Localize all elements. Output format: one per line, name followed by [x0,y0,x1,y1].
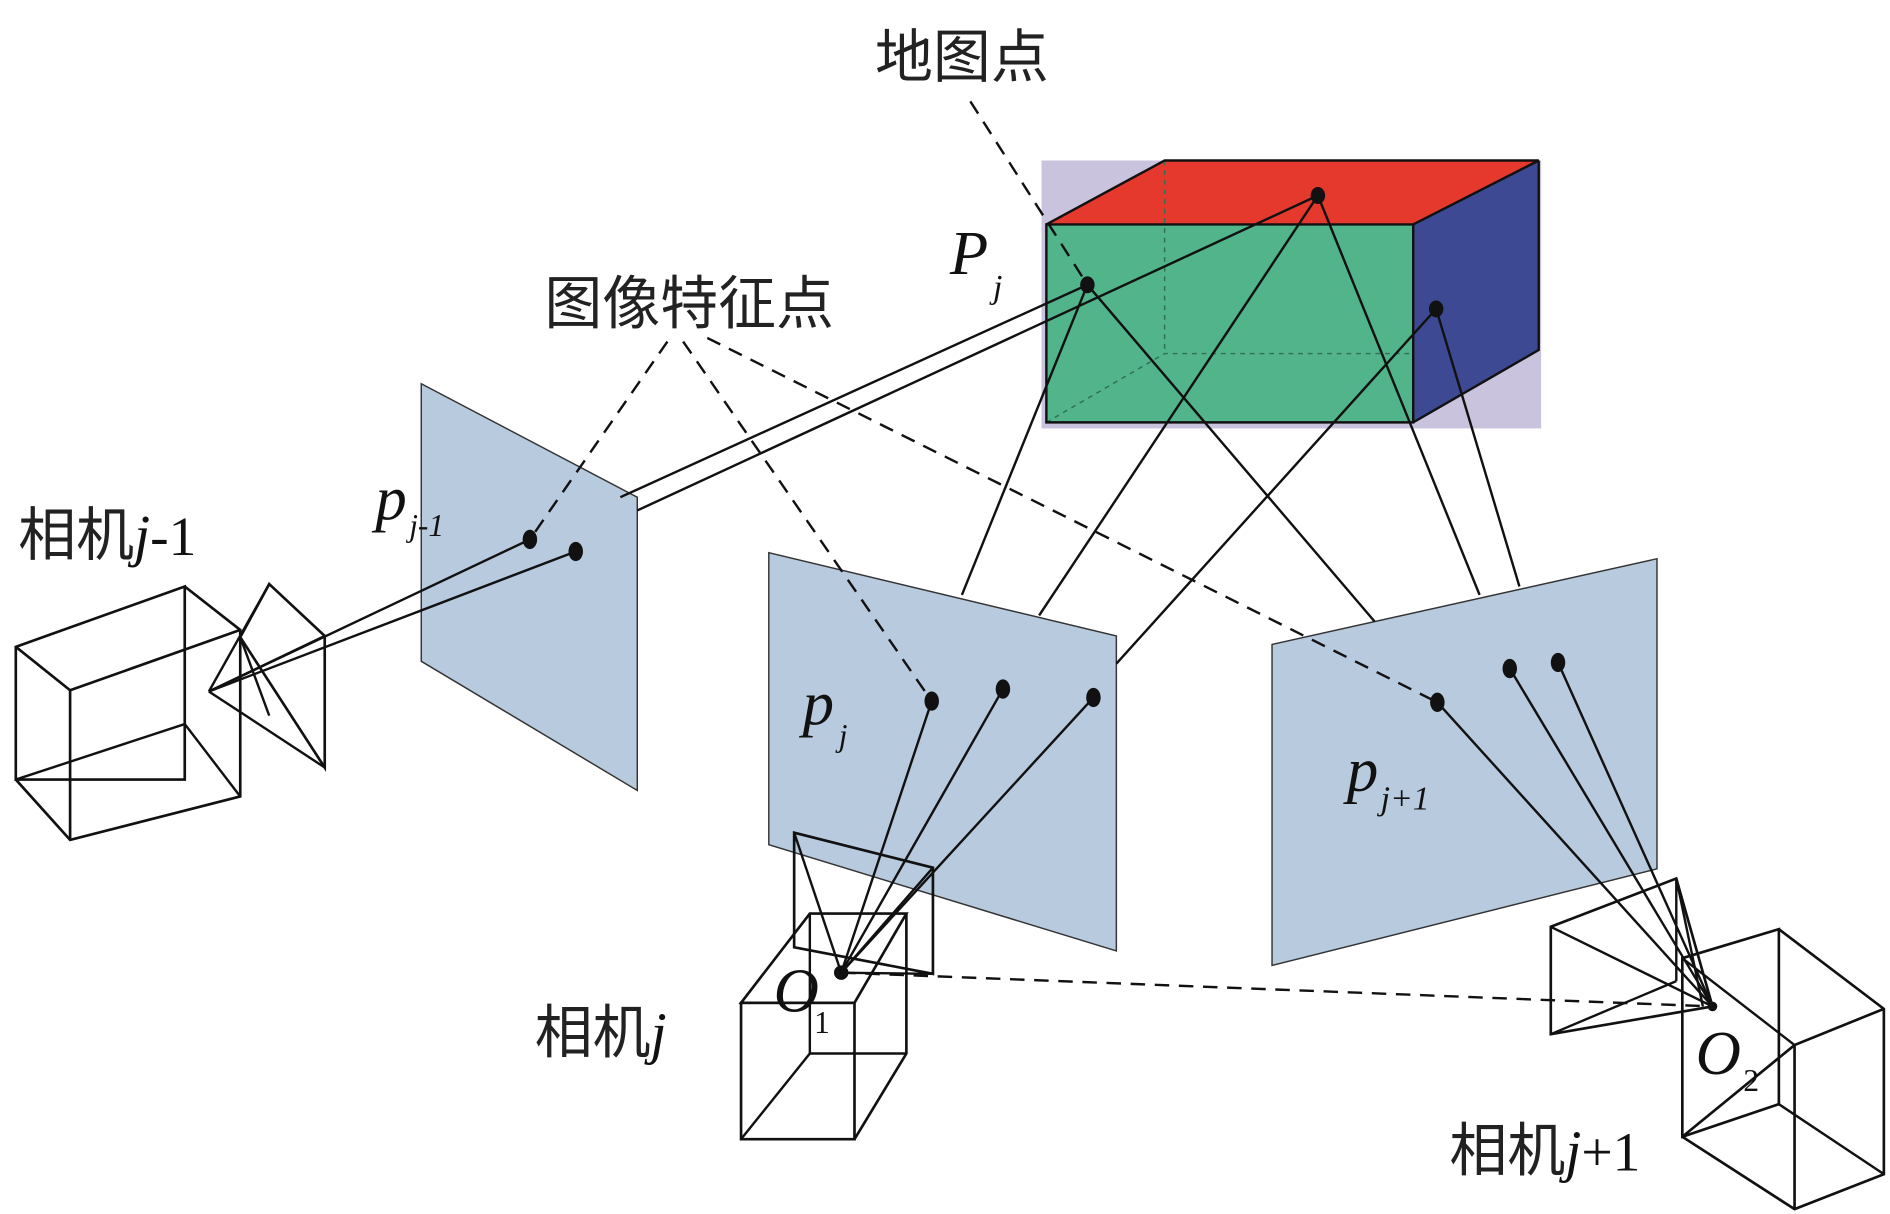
cube-outline-side [1412,160,1540,424]
plane-prev-label: pj-1 [371,463,444,543]
cube-top-face [1046,160,1539,225]
ray [1434,308,1521,587]
cube-hidden-edges [1046,352,1414,423]
cube-front-face [1046,224,1414,423]
world-point-front [1080,276,1095,294]
ray [636,194,1319,512]
ray [840,700,933,974]
map-point-label: 地图点 [875,23,1049,91]
ray [619,283,1088,499]
ray [1086,284,1376,623]
ray [1556,662,1714,1007]
dash-feature-cur [682,340,933,702]
image-plane-next [1271,557,1658,967]
camera-cur-icon [738,830,935,1141]
cube-side-face [1413,160,1539,423]
map-cube [1041,159,1542,429]
dash-feature-next [706,336,1438,704]
dash-feature-prev [528,340,669,541]
image-plane-cur [768,551,1118,952]
feature-point-prev [568,541,583,562]
feature-point-next [1502,658,1518,679]
camera-cur-label: 相机j [535,998,667,1066]
dash-baseline [841,971,1713,1008]
feature-point-cur [1086,687,1101,708]
annotation-dashes [528,100,1713,1008]
feature-point-next [1430,692,1445,712]
image-plane-prev [420,382,639,792]
ray [1115,308,1438,665]
optical-center-1-label: O1 [774,955,830,1040]
ray [1038,194,1319,617]
projection-rays [208,194,1714,1008]
dash-map-point [969,100,1089,286]
feature-point-next [1550,652,1566,673]
camera-prev-label: 相机j-1 [18,501,196,569]
feature-point-prev [522,529,538,550]
ray [1436,701,1714,1008]
world-point-top [1310,187,1326,204]
ray [840,696,1095,974]
feature-point-cur [995,679,1011,699]
ray [960,284,1089,596]
ray [1508,667,1714,1008]
ray [208,550,577,693]
optical-center-2-label: O2 [1696,1018,1759,1098]
feature-point-cur [924,691,939,711]
ray [840,688,1004,974]
image-feature-points-label: 图像特征点 [544,269,834,337]
ray [1316,195,1481,596]
camera-next-icon [1549,876,1886,1211]
camera-next-label: 相机j+1 [1449,1117,1640,1185]
camera-prev-icon [14,581,327,842]
cube-outline-top [1045,159,1540,226]
plane-next-label: pj+1 [1343,734,1430,817]
world-point-side [1428,300,1444,318]
